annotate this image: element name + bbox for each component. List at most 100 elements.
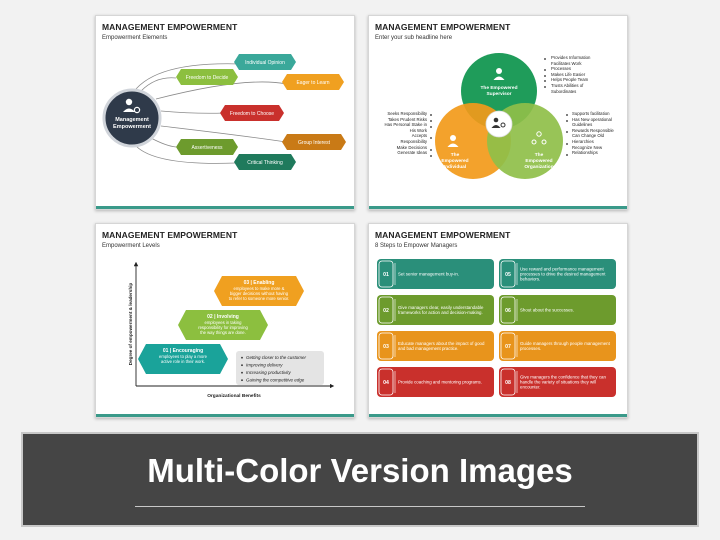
connector-line (160, 125, 287, 143)
step-card: 01 Set senior management buy-in. (377, 259, 494, 289)
step-card: 08 Give managers the confidence that they… (499, 367, 616, 397)
benefit-item: Getting closer to the customer (246, 355, 307, 360)
step-text: frameworks for action and decision-makin… (398, 310, 483, 315)
level-text: active role in their work. (161, 359, 205, 364)
bullet-dot (241, 364, 243, 367)
benefits-box (236, 351, 324, 385)
bullet-dot (241, 356, 243, 359)
step-text: Give managers clear, easily understandab… (398, 305, 484, 310)
list-item: His Work (409, 127, 427, 133)
slide-subtitle: Empowerment Elements (102, 35, 168, 41)
slide-thumbnail-elements[interactable]: MANAGEMENT EMPOWERMENT Empowerment Eleme… (95, 15, 355, 210)
element-label: Freedom to Choose (230, 111, 274, 117)
slide-thumbnail-venn[interactable]: MANAGEMENT EMPOWERMENT Enter your sub he… (368, 15, 628, 210)
element-label: Individual Opinion (245, 60, 285, 66)
list-item: Helps People Team (551, 77, 589, 83)
step-number: 07 (505, 344, 511, 350)
banner-title: Multi-Color Version Images (147, 452, 573, 489)
step-text: Educate managers about the impact of goo… (398, 341, 485, 346)
center-label-2: Empowerment (113, 124, 151, 130)
list-item: Rewards Responsible (572, 127, 614, 133)
step-number: 08 (505, 380, 511, 386)
connector-line (130, 63, 242, 97)
list-item: Hierarchies (572, 138, 594, 144)
center-circle (102, 88, 162, 148)
step-text: Give managers the confidence that they c… (520, 374, 606, 379)
slide-title: MANAGEMENT EMPOWERMENT (375, 22, 511, 32)
level-text: bigger decisions without having (230, 291, 289, 296)
slide-title: MANAGEMENT EMPOWERMENT (102, 230, 238, 240)
list-item: Provides Information (551, 55, 591, 60)
element-label: Group Interest (298, 140, 331, 146)
element-hexagon: Assertiveness (176, 139, 238, 155)
element-label: Critical Thinking (247, 160, 283, 166)
step-text: and bad management practice. (398, 346, 459, 351)
element-hexagon: Individual Opinion (234, 54, 296, 70)
list-item: Takes Prudent Risks (387, 116, 427, 122)
level-text: to refer to someone more senior. (229, 296, 290, 301)
list-item: Supports facilitation (572, 111, 610, 116)
list-item: Generate Ideas (397, 150, 427, 156)
list-item: Trusts Abilities of (551, 82, 584, 88)
list-item: Accepts (411, 133, 427, 139)
connector-line (160, 110, 225, 114)
step-number: 01 (383, 272, 389, 278)
connector-line (140, 77, 177, 92)
list-item: Seeks Responsibility (387, 111, 427, 116)
step-text: Use reward and performance management (520, 266, 604, 271)
step-text: Guide managers through people management (520, 341, 611, 346)
list-item: Recognize New (572, 144, 603, 150)
element-hexagon: Critical Thinking (234, 154, 296, 170)
slide-subtitle: 8 Steps to Empower Managers (375, 243, 458, 249)
person-gear-icon (123, 98, 141, 114)
list-item: Make Decisions (396, 144, 427, 150)
center-label-1: Management (115, 117, 149, 123)
step-card: 03 Educate managers about the impact of g… (377, 331, 494, 361)
supervisor-icon (493, 68, 505, 80)
team-gear-icon (491, 117, 506, 128)
x-axis-label: Organizational Benefits (207, 393, 261, 399)
benefit-item: Increasing productivity (246, 370, 292, 375)
benefit-item: Improving delivery (246, 363, 283, 368)
step-text: Provide coaching and mentoring programs. (398, 380, 482, 385)
slide-thumbnail-levels[interactable]: MANAGEMENT EMPOWERMENT Empowerment Level… (95, 223, 355, 418)
step-text: behaviors. (520, 277, 540, 282)
step-text: Shout about the successes. (520, 308, 574, 313)
organization-icon (531, 131, 547, 145)
slide-title: MANAGEMENT EMPOWERMENT (102, 22, 238, 32)
list-item: Has New operational (572, 116, 612, 122)
step-number: 06 (505, 308, 511, 314)
list-item: Facilitates Work (551, 60, 582, 66)
connector-line (135, 145, 237, 164)
list-item: Relationships (572, 150, 598, 156)
step-number: 04 (383, 380, 389, 386)
list-item: Responsibility (400, 138, 427, 144)
slide-title: MANAGEMENT EMPOWERMENT (375, 230, 511, 240)
element-label: Assertiveness (191, 145, 223, 151)
level-heading: 01 | Encouraging (163, 348, 203, 354)
step-text: Set senior management buy-in. (398, 272, 459, 277)
slide-thumbnail-steps[interactable]: MANAGEMENT EMPOWERMENT 8 Steps to Empowe… (368, 223, 628, 418)
level-text: employees to make more & (234, 286, 285, 291)
step-number: 05 (505, 272, 511, 278)
bullet-dot (241, 371, 243, 374)
slide-subtitle: Empowerment Levels (102, 243, 160, 249)
step-text: encounter. (520, 385, 541, 390)
step-card: 04 Provide coaching and mentoring program… (377, 367, 494, 397)
list-item: Makes Life Easier (551, 71, 586, 77)
step-text: handle the variety of situations they wi… (520, 380, 596, 385)
y-axis-label: Degree of empowerment & leadership (128, 283, 133, 366)
level-text: employees in taking (204, 320, 242, 325)
step-number: 03 (383, 344, 389, 350)
